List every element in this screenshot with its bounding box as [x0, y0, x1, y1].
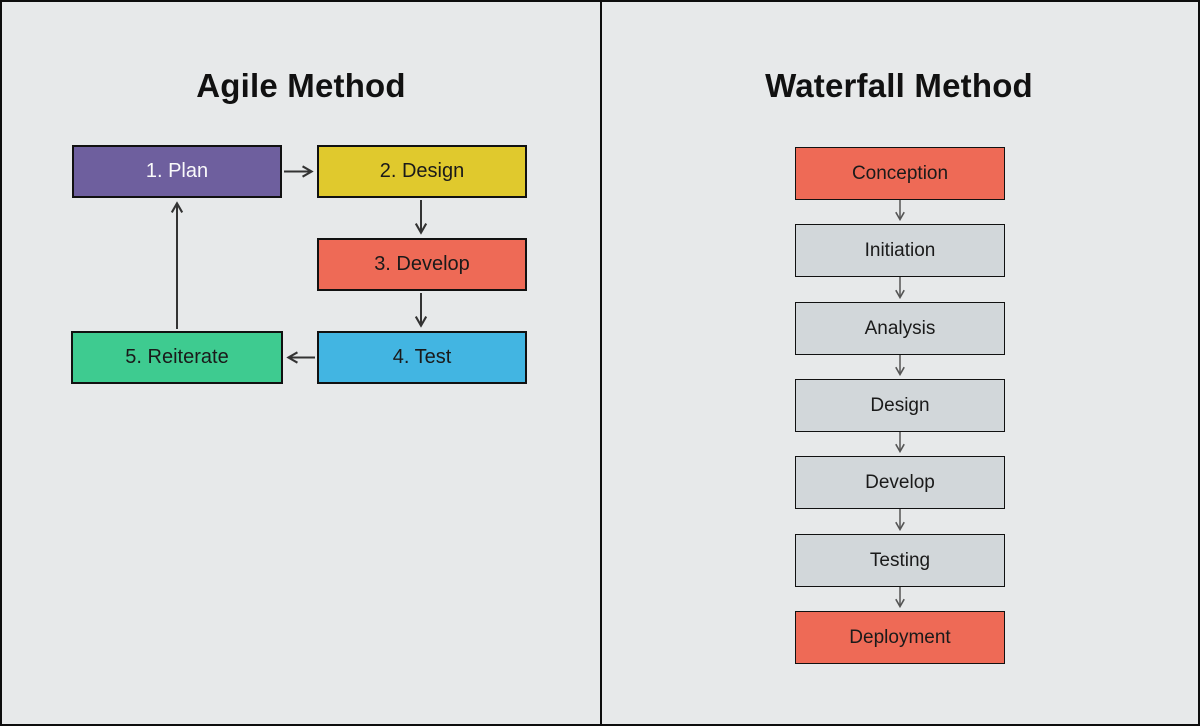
agile-title: Agile Method: [196, 67, 406, 104]
waterfall-node-analysis-label: Analysis: [864, 317, 936, 339]
agile-node-design-label: 2. Design: [379, 160, 465, 182]
agile-node-test-label: 4. Test: [392, 346, 452, 368]
waterfall-node-testing: Testing: [795, 534, 1005, 587]
agile-node-plan: 1. Plan: [72, 145, 282, 198]
agile-node-test: 4. Test: [317, 331, 527, 384]
agile-node-develop-label: 3. Develop: [374, 253, 470, 275]
agile-node-design: 2. Design: [317, 145, 527, 198]
waterfall-node-design-label: Design: [870, 394, 930, 416]
waterfall-node-conception: Conception: [795, 147, 1005, 200]
waterfall-node-develop-label: Develop: [865, 471, 935, 493]
waterfall-node-conception-label: Conception: [851, 162, 949, 184]
agile-node-reiterate: 5. Reiterate: [71, 331, 283, 384]
waterfall-node-initiation-label: Initiation: [864, 239, 936, 261]
waterfall-title: Waterfall Method: [765, 67, 1033, 104]
waterfall-node-deployment-label: Deployment: [849, 626, 951, 648]
agile-node-develop: 3. Develop: [317, 238, 527, 291]
waterfall-node-initiation: Initiation: [795, 224, 1005, 277]
panel-divider: [600, 2, 602, 724]
agile-node-reiterate-label: 5. Reiterate: [125, 346, 229, 368]
waterfall-node-design: Design: [795, 379, 1005, 432]
waterfall-node-deployment: Deployment: [795, 611, 1005, 664]
waterfall-node-analysis: Analysis: [795, 302, 1005, 355]
waterfall-node-develop: Develop: [795, 456, 1005, 509]
agile-node-plan-label: 1. Plan: [145, 160, 209, 182]
waterfall-node-testing-label: Testing: [869, 549, 931, 571]
